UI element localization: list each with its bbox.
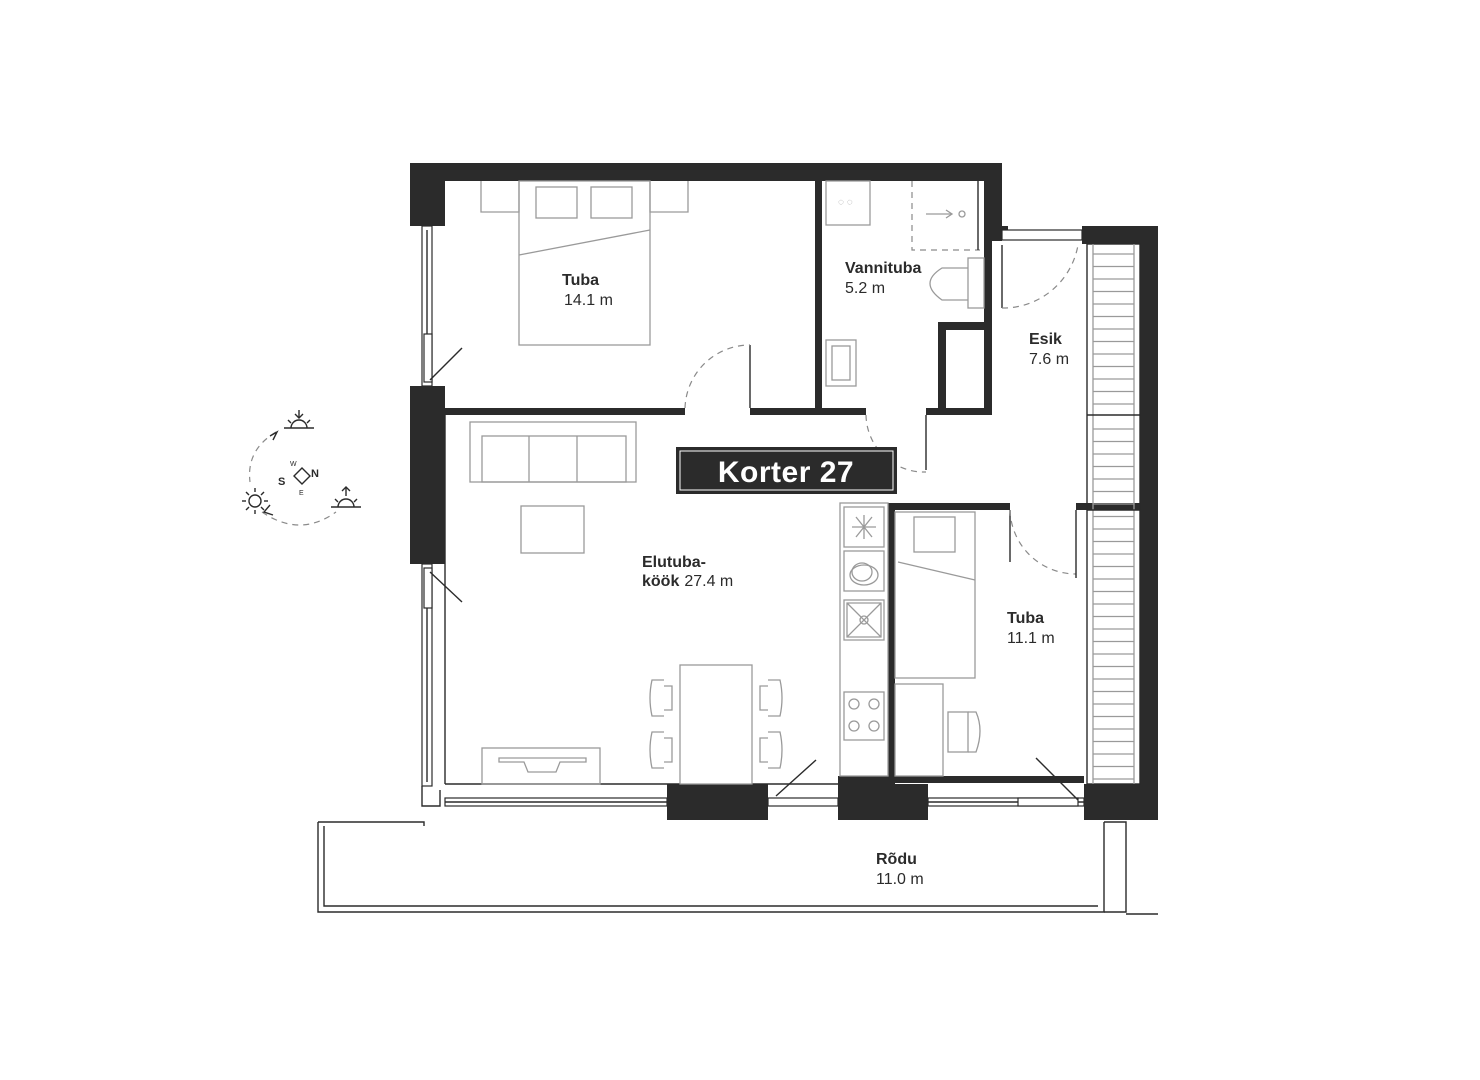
room-area-hall: 7.6 m bbox=[1029, 351, 1069, 368]
bathroom-fixtures: ◌ ◌ bbox=[825, 180, 985, 387]
room-area-bedroom-top: 14.1 m bbox=[564, 292, 613, 309]
room-name-living-line1: Elutuba- bbox=[642, 554, 706, 571]
kitchen-counter bbox=[839, 502, 889, 777]
compass-east: E bbox=[299, 490, 304, 497]
balcony-outline bbox=[317, 821, 1158, 915]
tv-unit bbox=[481, 747, 601, 785]
room-area-bathroom: 5.2 m bbox=[845, 280, 885, 297]
apartment-badge: Korter 27 bbox=[676, 447, 897, 494]
room-name-balcony: Rõdu bbox=[876, 851, 917, 868]
sunset-icon bbox=[331, 486, 361, 508]
sun-icon bbox=[242, 488, 268, 514]
bed-double bbox=[480, 180, 689, 346]
room-area-bedroom-small: 11.1 m bbox=[1007, 630, 1055, 647]
dining-table bbox=[649, 664, 783, 785]
exterior-walls bbox=[410, 163, 1158, 820]
bed-single bbox=[894, 511, 976, 679]
room-name-hall: Esik bbox=[1029, 331, 1062, 348]
room-area-balcony: 11.0 m bbox=[876, 871, 924, 888]
compass-north: N bbox=[311, 468, 319, 480]
hallway-wardrobe bbox=[1002, 226, 1141, 785]
compass-icon: S N W E bbox=[248, 430, 337, 526]
compass-west: W bbox=[290, 461, 297, 468]
left-windows bbox=[421, 225, 463, 807]
door-stop bbox=[1002, 226, 1008, 230]
interior-walls bbox=[444, 181, 1146, 785]
svg-text:◌ ◌: ◌ ◌ bbox=[838, 197, 853, 208]
sunrise-icon bbox=[284, 410, 314, 429]
bottom-windows bbox=[444, 229, 1085, 807]
sofa bbox=[469, 421, 637, 483]
desk bbox=[894, 683, 981, 777]
compass-south: S bbox=[278, 476, 285, 488]
room-name-bedroom-top: Tuba bbox=[562, 272, 599, 289]
coffee-table bbox=[520, 505, 585, 554]
room-area-living: 27.4 m bbox=[684, 573, 733, 590]
room-label-living-line2: köök 27.4 m bbox=[642, 573, 733, 590]
room-name-bedroom-small: Tuba bbox=[1007, 610, 1044, 627]
room-name-living-line2: köök bbox=[642, 573, 679, 590]
apartment-title: Korter 27 bbox=[718, 456, 854, 489]
room-name-bathroom: Vannituba bbox=[845, 260, 922, 277]
